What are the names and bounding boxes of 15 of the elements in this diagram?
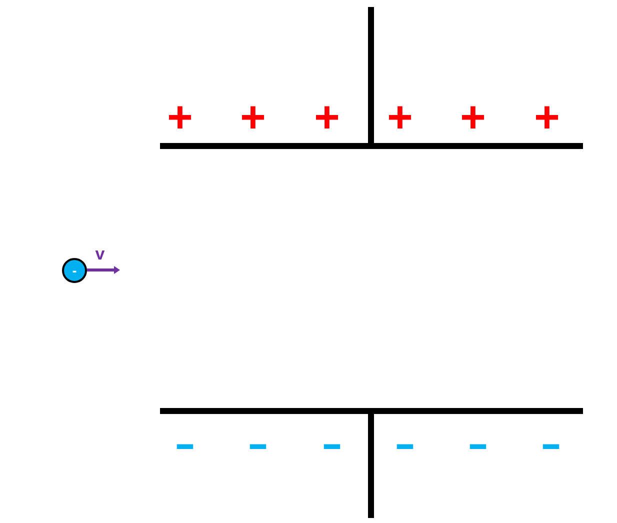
plus-charge-sign: + bbox=[534, 96, 560, 140]
plus-charge-sign: + bbox=[460, 96, 486, 140]
minus-charge-sign: - bbox=[174, 424, 196, 464]
plus-charge-sign: + bbox=[167, 96, 193, 140]
charge-sign: - bbox=[72, 264, 77, 277]
minus-charge-sign: - bbox=[247, 424, 269, 464]
minus-charge-sign: - bbox=[321, 424, 343, 464]
minus-charge-sign: - bbox=[467, 424, 489, 464]
plus-charge-sign: + bbox=[387, 96, 413, 140]
plus-charge-sign: + bbox=[314, 96, 340, 140]
velocity-label: v bbox=[95, 246, 105, 262]
minus-charge-sign: - bbox=[394, 424, 416, 464]
minus-charge-sign: - bbox=[540, 424, 562, 464]
electron-circle bbox=[62, 258, 87, 283]
plus-charge-sign: + bbox=[240, 96, 266, 140]
